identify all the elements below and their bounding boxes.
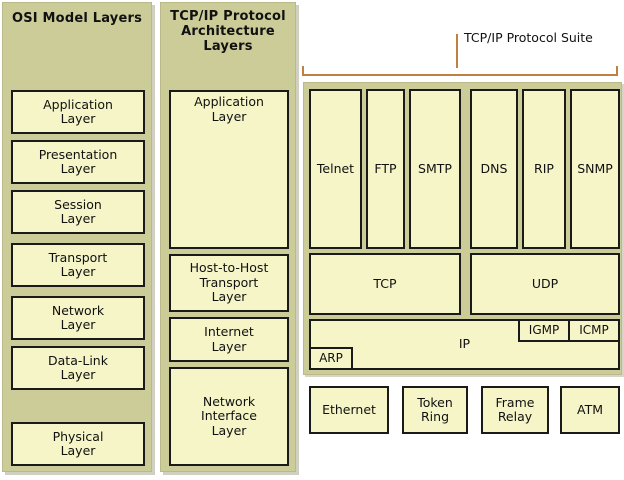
suite-label-line1: TCP/IP Protocol	[464, 30, 557, 45]
protocol-ip-label: IP	[458, 336, 471, 352]
osi-layer-transport[interactable]: Transport Layer	[11, 243, 145, 287]
osi-application-line2: Layer	[60, 111, 96, 126]
osi-model-panel: OSI Model Layers Application Layer Prese…	[2, 2, 152, 472]
protocol-smtp-label: SMTP	[418, 160, 452, 176]
tcpip-host-to-host-line3: Layer	[211, 289, 247, 305]
tcpip-application-line2: Layer	[211, 108, 247, 124]
protocol-icmp[interactable]: ICMP	[568, 319, 620, 342]
osi-data-link-line2: Layer	[60, 367, 96, 382]
osi-layer-data-link[interactable]: Data-Link Layer	[11, 346, 145, 390]
protocol-snmp[interactable]: SNMP	[570, 89, 620, 249]
protocol-arp[interactable]: ARP	[309, 347, 353, 370]
protocol-dns[interactable]: DNS	[470, 89, 518, 249]
tcpip-protocol-suite-label: TCP/IP Protocol Suite	[464, 30, 614, 45]
osi-session-line1: Session	[54, 196, 102, 212]
tcpip-network-interface-line2: Interface	[201, 408, 257, 424]
network-interface-frame-relay[interactable]: Frame Relay	[481, 386, 549, 434]
tcpip-internet-line1: Internet	[204, 324, 254, 339]
protocol-suite-panel: Telnet FTP SMTP DNS RIP SNMP TCP UDP IP …	[303, 82, 622, 375]
network-interface-ethernet[interactable]: Ethernet	[309, 386, 389, 434]
network-ethernet-line1: Ethernet	[322, 401, 376, 417]
tcpip-layer-host-to-host-transport[interactable]: Host-to-Host Transport Layer	[169, 254, 289, 312]
tcpip-application-line1: Application	[194, 94, 264, 109]
protocol-tcp-label: TCP	[373, 275, 397, 291]
protocol-udp[interactable]: UDP	[470, 253, 620, 315]
osi-data-link-line1: Data-Link	[48, 352, 108, 368]
network-atm-line1: ATM	[576, 401, 603, 417]
protocol-snmp-label: SNMP	[577, 160, 613, 176]
tcpip-layer-application[interactable]: Application Layer	[169, 90, 289, 249]
osi-transport-line2: Layer	[60, 264, 96, 279]
osi-layer-presentation[interactable]: Presentation Layer	[11, 140, 145, 184]
tcpip-title-line3: Architecture	[181, 24, 275, 39]
osi-network-line2: Layer	[60, 317, 96, 332]
protocol-ftp-label: FTP	[374, 160, 397, 176]
protocol-rip[interactable]: RIP	[522, 89, 566, 249]
protocol-udp-label: UDP	[531, 275, 559, 291]
suite-bracket	[302, 66, 618, 76]
tcpip-title-line2: Protocol	[223, 9, 286, 24]
protocol-telnet-label: Telnet	[316, 160, 355, 176]
tcpip-host-to-host-line1: Host-to-Host	[189, 260, 269, 276]
protocol-tcp[interactable]: TCP	[309, 253, 461, 315]
osi-session-line2: Layer	[60, 211, 96, 226]
protocol-telnet[interactable]: Telnet	[309, 89, 362, 249]
network-token-ring-line1: Token	[417, 394, 453, 410]
protocol-dns-label: DNS	[480, 160, 508, 176]
osi-model-title: OSI Model Layers	[3, 11, 151, 26]
tcpip-layer-network-interface[interactable]: Network Interface Layer	[169, 367, 289, 466]
osi-layer-session[interactable]: Session Layer	[11, 190, 145, 234]
tcpip-internet-line2: Layer	[211, 338, 247, 354]
osi-layer-application[interactable]: Application Layer	[11, 90, 145, 134]
protocol-rip-label: RIP	[534, 160, 554, 176]
tcpip-layer-internet[interactable]: Internet Layer	[169, 317, 289, 362]
tcpip-host-to-host-line2: Transport	[199, 274, 259, 290]
protocol-igmp-label: IGMP	[528, 323, 560, 338]
tcpip-architecture-title: TCP/IP Protocol Architecture Layers	[161, 9, 295, 54]
protocol-smtp[interactable]: SMTP	[409, 89, 461, 249]
osi-layer-physical[interactable]: Physical Layer	[11, 422, 145, 466]
network-token-ring-line2: Ring	[420, 409, 449, 424]
osi-title-line2: Layers	[92, 11, 143, 26]
network-frame-relay-line1: Frame	[495, 394, 535, 410]
protocol-arp-label: ARP	[319, 351, 343, 366]
tcpip-network-interface-line1: Network	[202, 393, 256, 409]
tcpip-network-interface-line3: Layer	[211, 422, 247, 438]
protocol-ftp[interactable]: FTP	[366, 89, 405, 249]
network-interface-atm[interactable]: ATM	[560, 386, 620, 434]
network-frame-relay-line2: Relay	[497, 409, 533, 424]
osi-application-line1: Application	[43, 96, 113, 112]
suite-label-line2: Suite	[560, 30, 593, 45]
osi-title-line1: OSI Model	[11, 11, 88, 26]
osi-presentation-line1: Presentation	[38, 146, 118, 162]
osi-physical-line1: Physical	[52, 428, 104, 444]
osi-physical-line2: Layer	[60, 443, 96, 458]
protocol-icmp-label: ICMP	[579, 323, 609, 338]
tcpip-architecture-panel: TCP/IP Protocol Architecture Layers Appl…	[160, 2, 296, 472]
protocol-igmp[interactable]: IGMP	[518, 319, 570, 342]
tcpip-title-line1: TCP/IP	[170, 9, 219, 24]
suite-bracket-stem	[456, 34, 458, 68]
osi-network-line1: Network	[51, 302, 105, 318]
tcpip-title-line4: Layers	[203, 39, 253, 54]
network-interface-token-ring[interactable]: Token Ring	[402, 386, 468, 434]
osi-presentation-line2: Layer	[60, 161, 96, 176]
osi-transport-line1: Transport	[48, 249, 108, 265]
osi-layer-network[interactable]: Network Layer	[11, 296, 145, 340]
